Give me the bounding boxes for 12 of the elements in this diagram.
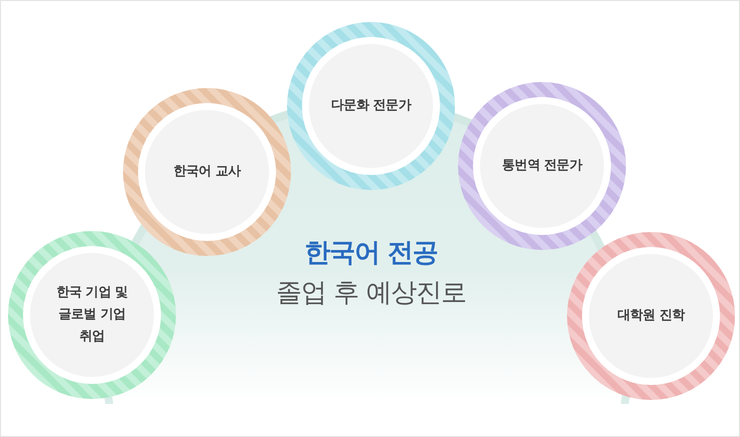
ring-circle — [567, 232, 735, 400]
ring-circle — [8, 231, 176, 399]
subtitle-text: 졸업 후 예상진로 — [276, 277, 466, 310]
circle-label: 대학원 진학 — [617, 307, 685, 325]
ring-circle — [123, 88, 291, 256]
circle-label: 통번역 전문가 — [502, 157, 582, 175]
circle-label: 한국 기업 및 글로벌 기업 취업 — [55, 284, 129, 346]
ring-circle — [287, 22, 455, 190]
ring-circle — [458, 82, 626, 250]
circle-label: 한국어 교사 — [173, 163, 241, 181]
circle-label: 다문화 전문가 — [331, 97, 411, 115]
title-text: 한국어 전공 — [304, 237, 438, 270]
